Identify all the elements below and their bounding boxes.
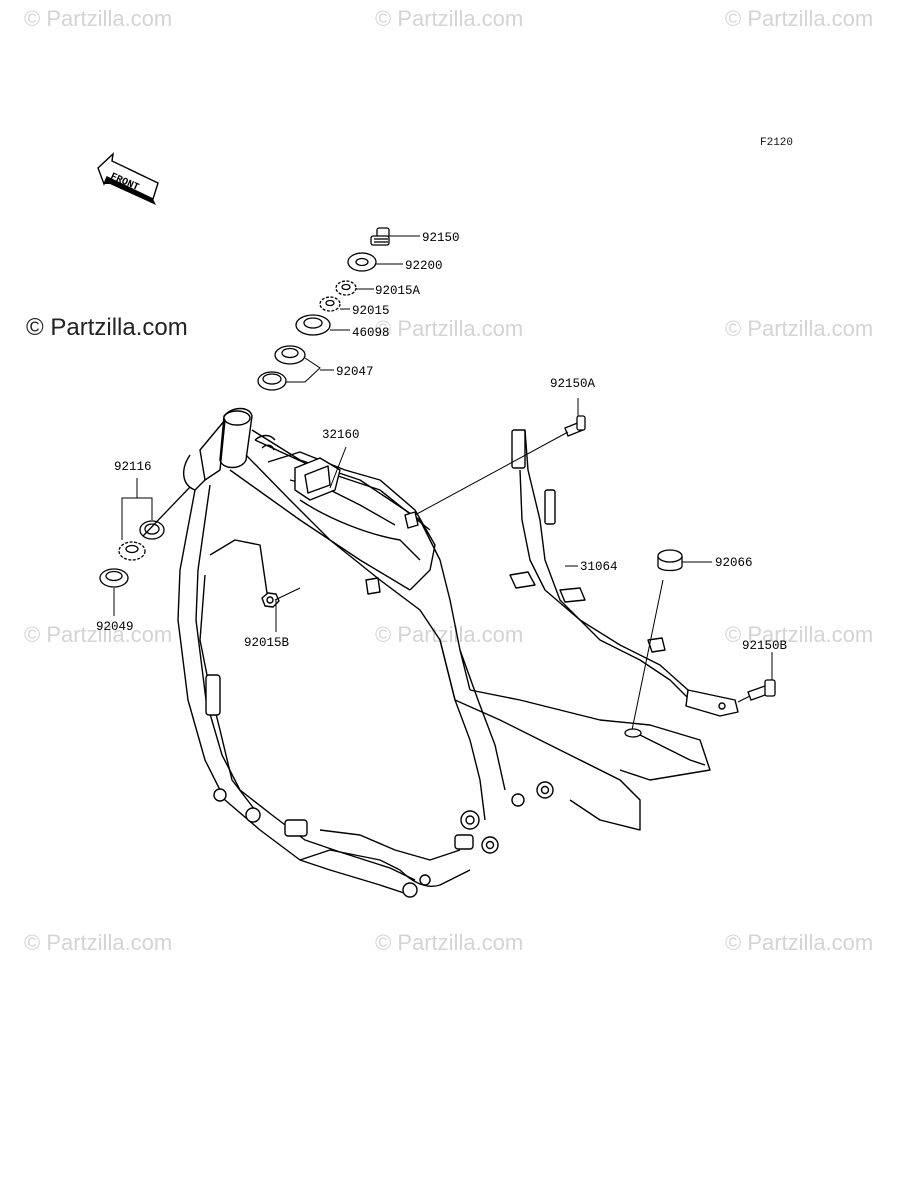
part-label[interactable]: 92066 <box>715 556 753 570</box>
watermark: © Partzilla.com <box>24 6 173 31</box>
bolt-92150-icon <box>370 227 390 246</box>
watermark: © Partzilla.com <box>725 6 874 31</box>
watermark: © Partzilla.com <box>375 316 524 341</box>
watermark: © Partzilla.com <box>725 622 874 647</box>
leader-lines <box>113 235 773 680</box>
bolt-92150b-icon <box>737 679 776 703</box>
bolt-92150a-icon <box>414 415 586 516</box>
diagram-code: F2120 <box>760 137 794 149</box>
part-label[interactable]: 92150A <box>550 377 596 391</box>
part-label[interactable]: 92049 <box>96 620 134 634</box>
part-label[interactable]: 31064 <box>580 560 618 574</box>
part-label[interactable]: 92200 <box>405 259 443 273</box>
part-label[interactable]: 92047 <box>336 365 374 379</box>
part-label[interactable]: 32160 <box>322 428 360 442</box>
watermark: © Partzilla.com <box>375 930 524 955</box>
partzilla-watermark: © Partzilla.com <box>26 314 188 341</box>
watermark: © Partzilla.com <box>725 316 874 341</box>
watermark: © Partzilla.com <box>725 930 874 955</box>
cap-92066-icon <box>624 549 683 738</box>
steering-stack <box>257 227 390 391</box>
part-label[interactable]: 92150 <box>422 231 460 245</box>
nut-92015b-icon <box>261 592 280 608</box>
lower-bearing-parts <box>99 486 191 588</box>
part-label[interactable]: 46098 <box>352 326 390 340</box>
front-arrow-icon: FRONT <box>97 152 159 205</box>
watermark: © Partzilla.com <box>375 6 524 31</box>
part-label[interactable]: 92116 <box>114 460 152 474</box>
part-label[interactable]: 92015A <box>375 284 421 298</box>
part-label[interactable]: 92150B <box>742 639 788 653</box>
part-label[interactable]: 92015B <box>244 636 290 650</box>
watermark: © Partzilla.com <box>375 622 524 647</box>
subframe-31064 <box>509 429 739 717</box>
main-frame-32160 <box>177 407 711 898</box>
watermark: © Partzilla.com <box>24 930 173 955</box>
watermark: © Partzilla.com <box>24 622 173 647</box>
part-labels: 92150 92200 92015A 92015 46098 92047 321… <box>96 231 788 653</box>
part-label[interactable]: 92015 <box>352 304 390 318</box>
